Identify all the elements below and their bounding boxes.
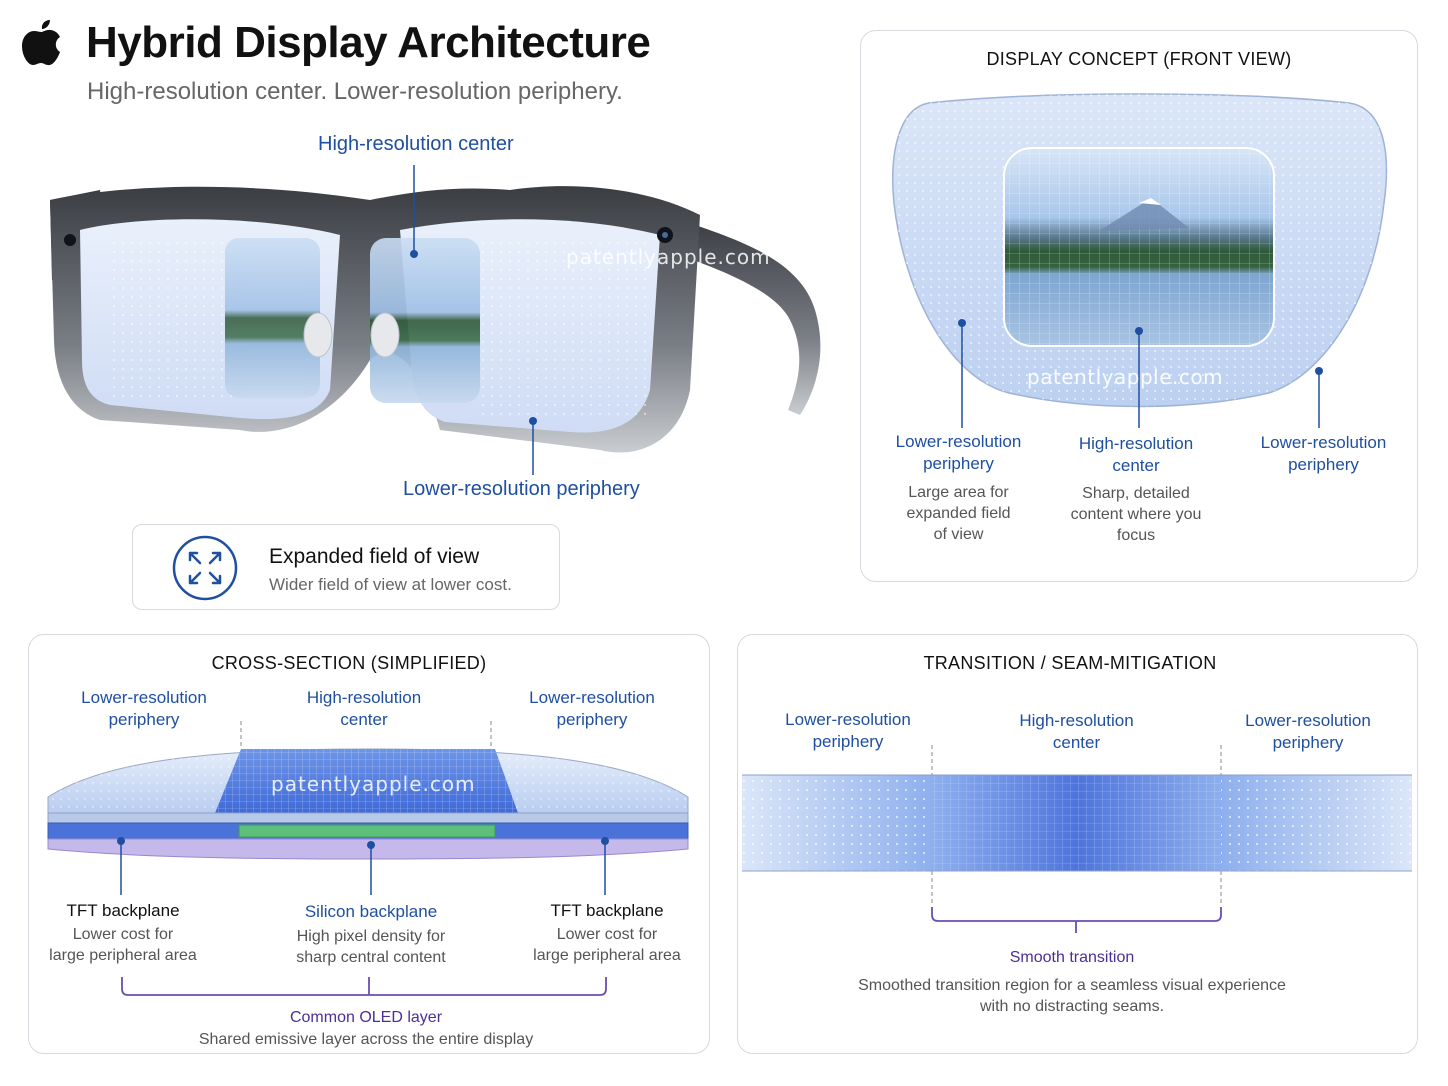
front-view-card: DISPLAY CONCEPT (FRONT VIEW) bbox=[860, 30, 1418, 582]
glasses-illustration bbox=[50, 165, 821, 475]
common-oled-title: Common OLED layer bbox=[289, 1009, 443, 1026]
watermark: patentlyapple.com bbox=[566, 245, 771, 269]
front-center-label: High-resolution center bbox=[1078, 434, 1194, 475]
fov-title: Expanded field of view bbox=[269, 545, 480, 568]
front-view-heading: DISPLAY CONCEPT (FRONT VIEW) bbox=[986, 49, 1292, 69]
cross-section-heading: CROSS-SECTION (SIMPLIFIED) bbox=[211, 653, 487, 673]
watermark: patentlyapple.com bbox=[1027, 365, 1224, 389]
front-right-label: Lower-resolution periphery bbox=[1260, 433, 1387, 474]
transition-card: TRANSITION / SEAM-MITIGATION Lower-resol… bbox=[737, 634, 1418, 1054]
watermark: patentlyapple.com bbox=[271, 772, 476, 796]
page-title: Hybrid Display Architecture bbox=[86, 18, 651, 67]
front-left-desc: Large area for expanded field of view bbox=[906, 484, 1011, 543]
fov-subtitle: Wider field of view at lower cost. bbox=[269, 575, 512, 594]
cs-top-left-label: Lower-resolution periphery bbox=[81, 688, 207, 729]
fov-callout: Expanded field of view Wider field of vi… bbox=[132, 524, 560, 610]
cs-top-center-label: High-resolution center bbox=[306, 688, 422, 729]
smooth-transition-title: Smooth transition bbox=[1009, 949, 1135, 966]
smooth-transition-desc: Smoothed transition region for a seamles… bbox=[858, 977, 1286, 1015]
cs-left-title: TFT backplane bbox=[66, 901, 180, 920]
front-center-desc: Sharp, detailed content where you focus bbox=[1070, 485, 1202, 544]
apple-logo-icon bbox=[22, 20, 60, 66]
common-oled-desc: Shared emissive layer across the entire … bbox=[198, 1031, 534, 1048]
cross-section-diagram bbox=[47, 721, 689, 895]
cs-center-desc: High pixel density for sharp central con… bbox=[296, 928, 446, 966]
tr-center-label: High-resolution center bbox=[1019, 711, 1134, 752]
cross-section-card: CROSS-SECTION (SIMPLIFIED) Lower-resolut… bbox=[28, 634, 710, 1054]
cs-left-desc: Lower cost for large peripheral area bbox=[49, 926, 197, 964]
glasses-label-bottom: Lower-resolution periphery bbox=[403, 478, 640, 500]
expand-arrows-icon bbox=[172, 535, 238, 601]
display-concept-diagram bbox=[892, 93, 1388, 428]
cs-right-desc: Lower cost for large peripheral area bbox=[533, 926, 681, 964]
transition-heading: TRANSITION / SEAM-MITIGATION bbox=[923, 653, 1217, 673]
front-left-label: Lower-resolution periphery bbox=[895, 432, 1022, 473]
cs-top-right-label: Lower-resolution periphery bbox=[529, 688, 655, 729]
tr-right-label: Lower-resolution periphery bbox=[1245, 711, 1371, 752]
tr-left-label: Lower-resolution periphery bbox=[785, 710, 911, 751]
cs-right-title: TFT backplane bbox=[550, 901, 664, 920]
transition-diagram bbox=[742, 745, 1412, 933]
common-layer-bracket bbox=[121, 977, 607, 996]
glasses-label-top: High-resolution center bbox=[318, 133, 514, 155]
page-subtitle: High-resolution center. Lower-resolution… bbox=[87, 78, 623, 105]
cs-center-title: Silicon backplane bbox=[304, 902, 438, 921]
